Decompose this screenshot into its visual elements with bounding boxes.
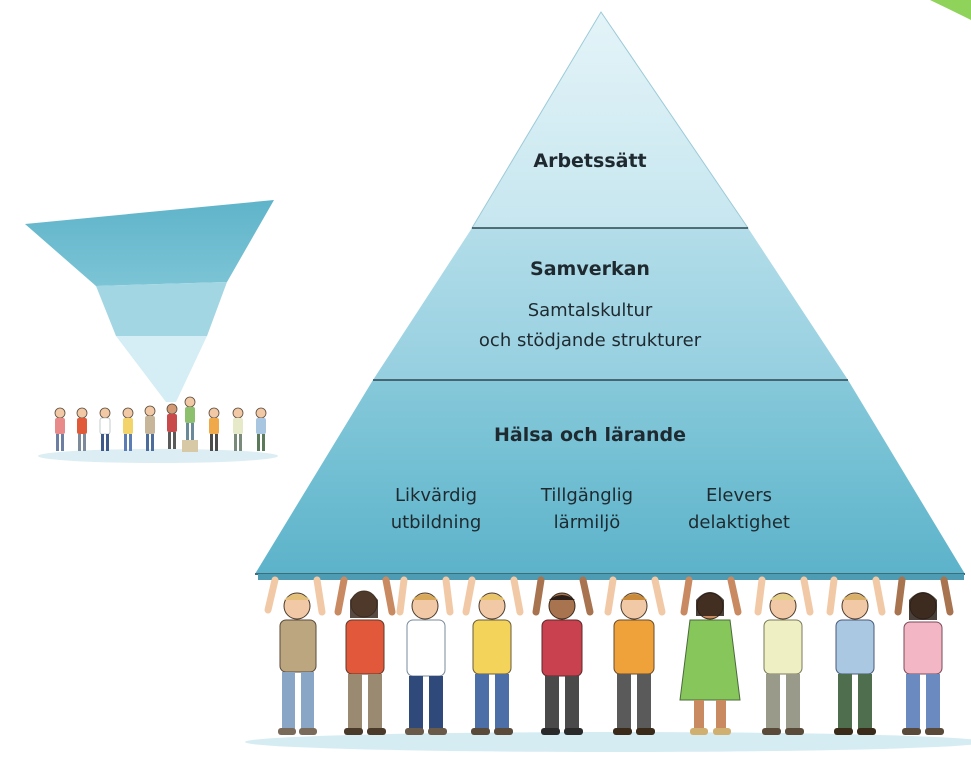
pyramid-top-label: Arbetssätt xyxy=(533,150,647,172)
base-column-line2: lärmiljö xyxy=(553,512,621,533)
supporter-person xyxy=(532,576,594,735)
base-column-line1: Elevers xyxy=(706,485,772,506)
pyramid-middle-subtitle-line1: Samtalskultur xyxy=(527,300,653,321)
pyramid-middle-band xyxy=(373,228,848,380)
inverted-pyramid-middle-band xyxy=(96,282,227,336)
base-column-elevers: Elevers delaktighet xyxy=(659,482,819,536)
small-person xyxy=(144,405,156,451)
small-person xyxy=(76,407,88,451)
supporter-person xyxy=(396,576,454,735)
inverted-pyramid-top-band xyxy=(25,200,274,286)
small-group-ground-shadow xyxy=(38,449,278,463)
pyramid-base-title: Hälsa och lärande xyxy=(494,424,686,446)
supporter-person xyxy=(826,576,886,735)
small-person xyxy=(166,403,178,449)
supporter-person xyxy=(334,576,396,735)
small-person xyxy=(232,407,244,451)
base-column-tillganglig: Tillgänglig lärmiljö xyxy=(507,482,667,536)
pyramid xyxy=(255,11,965,580)
pyramid-middle-title: Samverkan xyxy=(530,258,650,280)
pyramid-middle-subtitle-line2: och stödjande strukturer xyxy=(478,330,702,351)
inverted-pyramid-bottom-band xyxy=(116,336,207,402)
supporter-person xyxy=(264,576,326,735)
small-person xyxy=(122,407,134,451)
base-column-line2: delaktighet xyxy=(688,512,790,533)
supporter-person xyxy=(462,576,524,735)
small-person xyxy=(208,407,220,451)
pyramid-top-band xyxy=(471,11,749,229)
supporter-person xyxy=(754,576,814,735)
small-person xyxy=(182,396,198,452)
base-column-line1: Tillgänglig xyxy=(540,485,634,506)
inverted-pyramid-illustration xyxy=(25,200,278,463)
supporter-person xyxy=(679,576,742,735)
base-column-line2: utbildning xyxy=(390,512,482,533)
corner-accent-shape xyxy=(930,0,971,20)
ground-shadow xyxy=(245,732,971,752)
supporter-person xyxy=(604,576,666,735)
small-person xyxy=(99,407,111,451)
base-column-likvardig: Likvärdig utbildning xyxy=(356,482,516,536)
small-person xyxy=(255,407,267,451)
supporting-people xyxy=(264,576,954,735)
pyramid-base-band xyxy=(255,380,965,574)
base-column-line1: Likvärdig xyxy=(394,485,478,506)
small-person xyxy=(54,407,66,451)
supporter-person xyxy=(894,576,954,735)
small-group-people xyxy=(54,396,267,452)
pyramid-underside xyxy=(258,574,964,580)
